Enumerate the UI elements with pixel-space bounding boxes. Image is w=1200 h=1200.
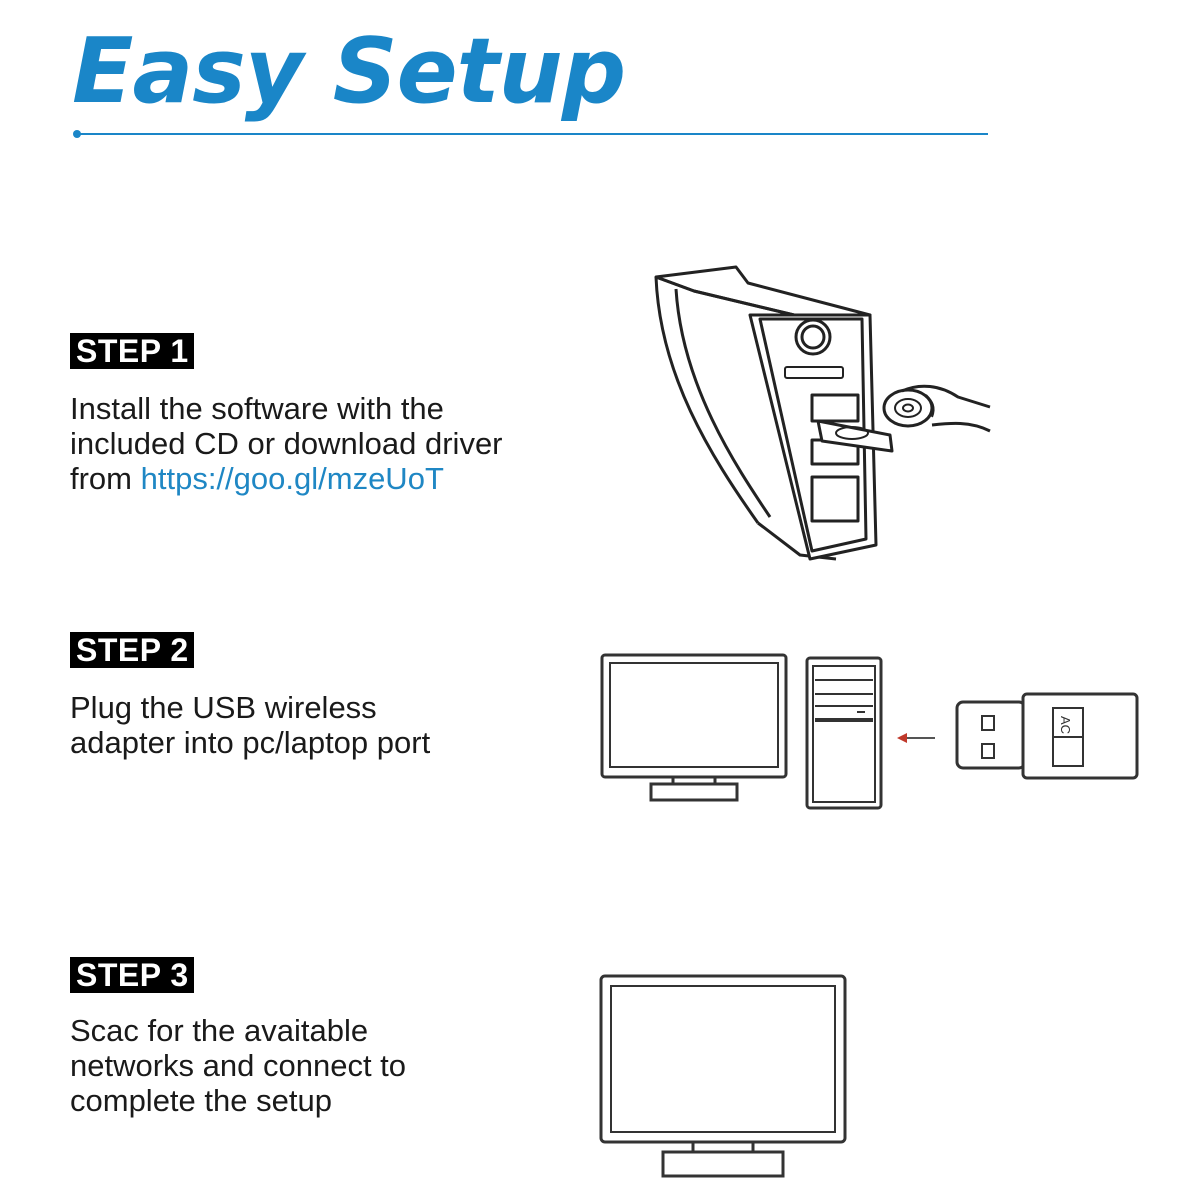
step-1-from: from — [70, 461, 141, 496]
adapter-label: AC — [1058, 716, 1073, 734]
step-2-line-2: adapter into pc/laptop port — [70, 725, 431, 760]
driver-download-link[interactable]: https://goo.gl/mzeUoT — [140, 461, 444, 496]
step-2: STEP 2 Plug the USB wireless adapter int… — [70, 632, 430, 760]
step-1-text: Install the software with the included C… — [70, 391, 503, 496]
step-3-badge: STEP 3 — [70, 957, 194, 993]
step-3-line-1: Scac for the avaitable — [70, 1013, 369, 1048]
step-1-badge: STEP 1 — [70, 333, 194, 369]
monitor-icon — [599, 974, 847, 1178]
step-3-text: Scac for the avaitable networks and conn… — [70, 1013, 406, 1118]
step-3-line-2: networks and connect to — [70, 1048, 407, 1083]
step-2-line-1: Plug the USB wireless — [70, 690, 377, 725]
desktop-tower-with-cd-icon — [654, 265, 991, 561]
step-1-line-1: Install the software with the — [70, 391, 444, 426]
step-1-line-3: from https://goo.gl/mzeUoT — [70, 461, 503, 496]
step-3: STEP 3 Scac for the avaitable networks a… — [70, 957, 406, 1118]
step-2-badge: STEP 2 — [70, 632, 194, 668]
page-title: Easy Setup — [72, 19, 626, 124]
step-3-line-3: complete the setup — [70, 1083, 332, 1118]
step-2-text: Plug the USB wireless adapter into pc/la… — [70, 690, 430, 760]
usb-adapter-into-pc-icon: AC — [600, 653, 1139, 810]
title-divider — [76, 133, 988, 135]
step-1: STEP 1 Install the software with the inc… — [70, 333, 503, 496]
step-1-line-2: included CD or download driver — [70, 426, 503, 461]
